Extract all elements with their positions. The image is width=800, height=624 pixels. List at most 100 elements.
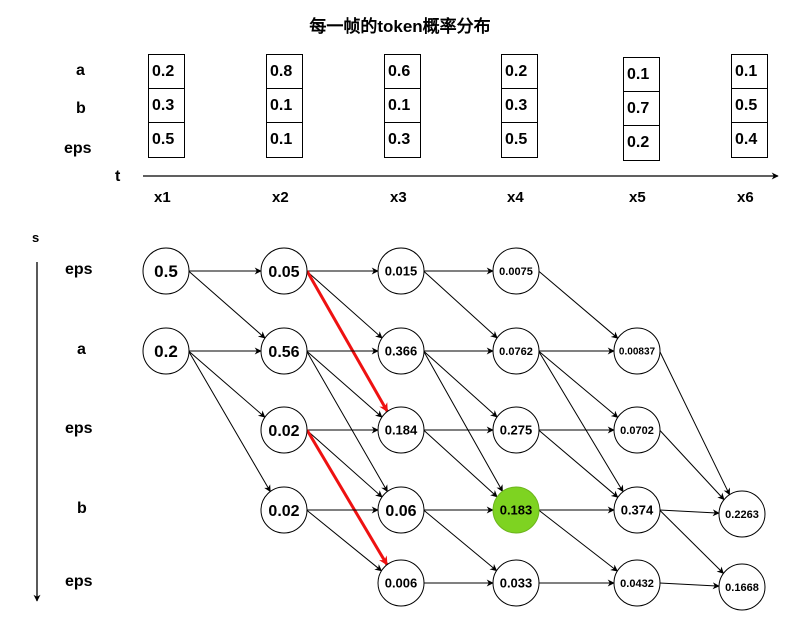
trellis-node: 0.1668 <box>718 563 766 611</box>
node-circle <box>377 247 425 295</box>
node-value: 0.02 <box>268 423 299 440</box>
node-value: 0.0075 <box>499 266 533 278</box>
node-value: 0.1668 <box>725 582 759 594</box>
transition-edge <box>538 350 624 493</box>
transition-edge <box>423 509 498 572</box>
node-circle <box>492 327 540 375</box>
node-value: 0.06 <box>385 503 416 520</box>
node-circle <box>377 327 425 375</box>
prob-cell-b: 0.7 <box>624 92 659 126</box>
transition-edge <box>538 429 619 498</box>
node-value: 0.0702 <box>620 425 654 437</box>
node-value: 0.2 <box>154 342 178 361</box>
prob-cell-b: 0.3 <box>502 89 537 123</box>
transition-edge <box>538 270 619 339</box>
prob-cell-a: 0.8 <box>267 55 302 89</box>
node-circle <box>613 559 661 607</box>
prob-cell-b: 0.1 <box>385 89 420 123</box>
prob-row-label: eps <box>64 140 92 157</box>
node-value: 0.374 <box>621 503 654 518</box>
trellis-node: 0.374 <box>613 486 661 534</box>
trellis-node: 0.183 <box>492 486 540 534</box>
node-value: 0.0762 <box>499 346 533 358</box>
node-circle <box>613 486 661 534</box>
prob-cell-eps: 0.1 <box>270 131 293 148</box>
prob-cell-eps: 0.4 <box>735 131 758 148</box>
state-row-label: eps <box>65 420 93 437</box>
node-circle <box>377 406 425 454</box>
trellis-node: 0.2263 <box>718 490 766 538</box>
frame-label: x5 <box>629 189 646 206</box>
trellis-node: 0.2 <box>142 327 190 375</box>
node-circle <box>613 327 661 375</box>
frame-label: x1 <box>154 189 171 206</box>
node-value: 0.366 <box>385 344 418 359</box>
prob-cell-b: 0.5 <box>732 89 767 123</box>
transition-edge <box>188 350 271 493</box>
prob-cell-b: 0.1 <box>267 89 302 123</box>
prob-cell-a: 0.1 <box>732 55 767 89</box>
prob-row-label: b <box>76 100 86 117</box>
transition-edge <box>423 270 498 339</box>
time-axis-label: t <box>115 168 121 185</box>
transition-edge <box>538 350 619 418</box>
trellis-node: 0.006 <box>377 559 425 607</box>
state-row-label: eps <box>65 573 93 590</box>
transition-edge <box>306 509 383 572</box>
diagram-title: 每一帧的token概率分布 <box>309 17 491 36</box>
prob-cell-b: 0.3 <box>149 89 184 123</box>
trellis-node: 0.0432 <box>613 559 661 607</box>
transition-edge <box>659 509 724 574</box>
prob-cell-eps: 0.3 <box>388 131 411 148</box>
node-value: 0.05 <box>268 264 299 281</box>
transition-edge <box>423 350 498 418</box>
prob-cell-a: 0.2 <box>149 55 184 89</box>
state-axis-label: s <box>32 230 40 245</box>
node-value: 0.183 <box>500 503 533 518</box>
prob-cell-a: 0.1 <box>624 58 659 92</box>
node-circle <box>377 559 425 607</box>
trellis-node: 0.0762 <box>492 327 540 375</box>
trellis-node: 0.02 <box>260 486 308 534</box>
trellis-node: 0.00837 <box>613 327 661 375</box>
state-row-label: a <box>77 341 86 358</box>
prob-cell-a: 0.6 <box>385 55 420 89</box>
transition-edge <box>659 429 725 501</box>
prob-cell-a: 0.2 <box>502 55 537 89</box>
node-value: 0.033 <box>500 576 533 591</box>
state-row-label: eps <box>65 261 93 278</box>
prob-cell-eps: 0.5 <box>152 131 175 148</box>
node-circle <box>492 559 540 607</box>
trellis-node: 0.0702 <box>613 406 661 454</box>
trellis-node: 0.184 <box>377 406 425 454</box>
transition-edge <box>423 429 498 498</box>
prob-cell-eps: 0.5 <box>505 131 528 148</box>
node-value: 0.0432 <box>620 578 654 590</box>
node-circle <box>260 327 308 375</box>
transition-edge <box>306 270 383 339</box>
trellis-node: 0.02 <box>260 406 308 454</box>
transition-edge <box>659 582 720 590</box>
transition-edge <box>306 429 383 498</box>
node-circle <box>492 406 540 454</box>
node-circle <box>492 247 540 295</box>
node-value: 0.2263 <box>725 509 759 521</box>
node-value: 0.006 <box>385 576 418 591</box>
transition-edge <box>423 350 503 492</box>
best-path-edge <box>305 270 389 413</box>
transition-edge <box>188 350 266 418</box>
frame-label: x6 <box>737 189 754 206</box>
prob-cell-eps: 0.2 <box>627 134 650 151</box>
node-value: 0.5 <box>154 262 178 281</box>
trellis-node: 0.275 <box>492 406 540 454</box>
node-value: 0.275 <box>500 423 533 438</box>
trellis-node: 0.06 <box>377 486 425 534</box>
transition-edge <box>538 509 618 572</box>
transition-edge <box>188 270 266 339</box>
frame-label: x4 <box>507 189 524 206</box>
